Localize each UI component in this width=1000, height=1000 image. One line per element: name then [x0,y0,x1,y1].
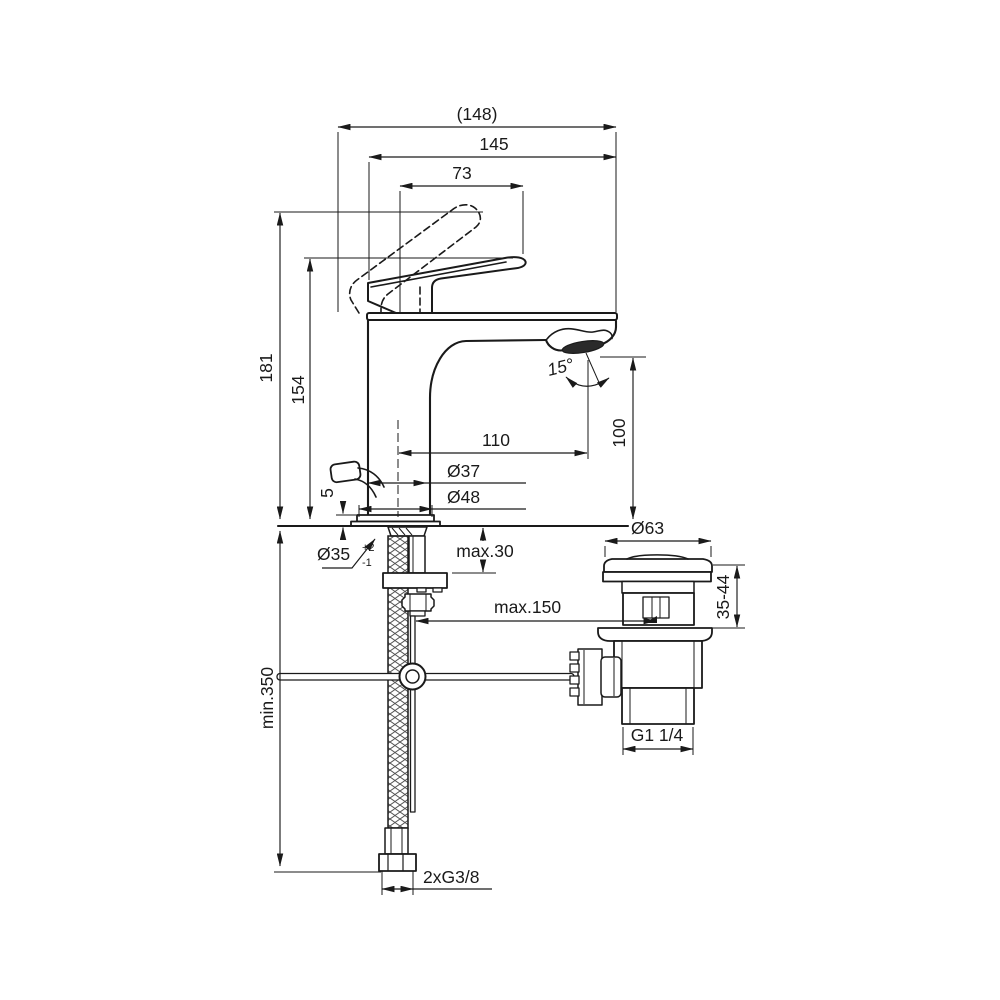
waste-lower-body [613,640,703,689]
dim-label-hole-diameter: Ø35 [317,544,350,564]
waste-thread-tail [621,687,695,725]
dim-supply-thread: 2xG3/8 [381,867,492,893]
dim-label-deck-thickness: max.30 [456,541,514,561]
faucet-top-band [366,312,618,321]
dim-label-body-diameter: Ø37 [447,461,480,481]
dim-label-hole-tol-plus: +2 [362,542,375,554]
dim-label-spout-projection: 145 [479,134,508,154]
waste-flange-lower [597,627,713,642]
dim-handle-length: 73 [399,163,524,190]
mounting-shank [387,526,428,537]
dim-label-supply-thread: 2xG3/8 [423,867,479,887]
extension-lines [274,132,745,895]
waste-slot-lines [651,597,661,618]
pull-rod-knob [329,460,362,484]
dim-hose-length: min.350 [257,530,284,867]
waste-tail-walls [629,688,687,724]
dim-overall-depth: (148) [337,104,617,131]
waste-lower-body-walls [621,641,695,688]
dim-label-rod-reach: max.150 [494,597,561,617]
dimension-annotations: (148) 145 73 181 154 5 mi [256,104,745,895]
handle-lever-raised-dashed [348,204,482,314]
dim-label-base-height: 5 [317,488,337,498]
dim-base-diameter: Ø48 [358,487,526,513]
shank-hatch [391,527,413,536]
rod-hex-adapter [401,593,435,612]
waste-rod-adapter [600,656,622,698]
dim-rod-reach: max.150 [415,597,657,625]
dim-body-diameter: Ø37 [367,461,526,487]
dim-waste-cap-diameter: Ø63 [604,518,712,545]
dim-base-height: 5 [317,488,347,540]
dim-outlet-angle: 15° [545,352,610,388]
waste-plug-cap [603,558,713,573]
pull-rod-vertical [409,615,416,813]
dim-label-waste-thread: G1 1/4 [631,725,684,745]
handle-lever [367,256,527,314]
spout-tip-detail [546,327,613,340]
dim-label-height-to-lever: 154 [288,375,308,404]
rod-stub [409,610,426,617]
dim-total-height: 181 [256,212,284,520]
waste-flange-upper [602,571,712,583]
hose-end-nut [378,853,417,872]
faucet-assembly [329,204,618,527]
dim-height-to-lever: 154 [288,258,314,520]
dim-deck-thickness: max.30 [456,527,514,573]
under-deck-assembly [276,526,575,872]
dim-label-hole-tol-minus: -1 [362,557,372,569]
dim-label-base-diameter: Ø48 [447,487,480,507]
dim-outlet-height: 100 [609,357,637,520]
mounting-nut-tab-1 [416,587,427,593]
waste-slot-window [642,596,670,619]
waste-neck [621,580,695,594]
dim-waste-thread: G1 1/4 [622,725,694,753]
waste-knurled-nut [569,648,603,706]
dim-label-handle-length: 73 [452,163,471,183]
hose-ferrule-lines [390,828,403,854]
dim-label-waste-height-range: 35-44 [713,574,733,619]
mounting-nut-tab-2 [432,587,443,593]
hose-ferrule [384,827,409,855]
rod-pivot-inner [405,669,420,684]
dim-label-overall-depth: (148) [457,104,498,124]
faucet-body-fill [368,318,546,515]
base-escutcheon-upper [356,514,435,523]
mounting-nut [382,572,448,589]
dim-label-total-height: 181 [256,353,276,382]
handle-top-edge [370,261,507,288]
dim-label-spout-reach: 110 [482,430,510,450]
dim-label-outlet-height: 100 [609,418,629,447]
dim-label-waste-cap-diameter: Ø63 [631,518,664,538]
pop-up-waste-assembly [569,554,713,725]
dim-spout-projection: 145 [368,134,617,161]
dim-hole-diameter: Ø35 +2 -1 [317,538,376,569]
dim-label-outlet-angle: 15° [545,354,576,380]
dim-spout-reach: 110 [398,430,588,457]
pull-rod-upper-tube [408,535,426,574]
hose-end-nut-facets [387,854,404,871]
rod-hex-facets [409,594,427,611]
waste-plug-dome [626,554,689,560]
dim-waste-height-range: 35-44 [713,565,741,628]
dim-label-hose-length: min.350 [257,667,277,730]
aerator-outlet [561,340,605,354]
